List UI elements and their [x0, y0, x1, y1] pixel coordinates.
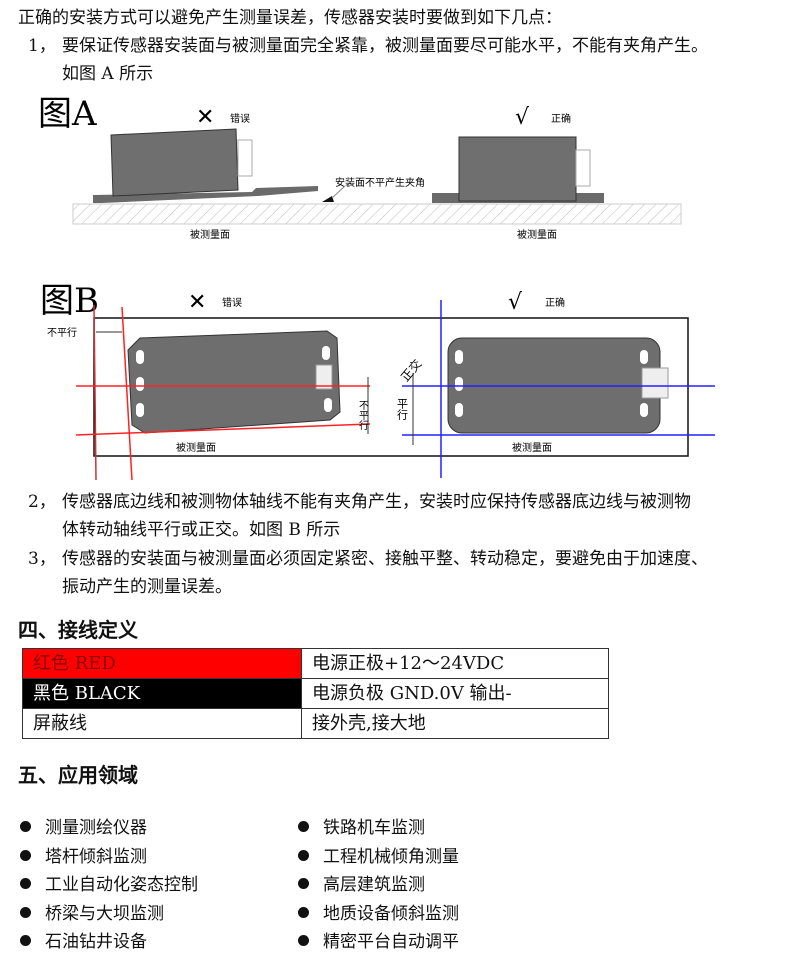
- figure-diagrams: 图A ✕ 错误 √ 正确 安装面不平产生夹角 被测量面 被测量面 图B ✕ 错误…: [38, 94, 715, 480]
- check-mark-icon: √: [508, 290, 523, 315]
- application-item: 桥梁与大坝监测: [20, 904, 164, 924]
- wire-function: 电源正极+12～24VDC: [301, 648, 609, 679]
- application-label: 铁路机车监测: [323, 818, 425, 838]
- bullet-icon: [298, 878, 309, 889]
- bullet-icon: [298, 821, 309, 832]
- sensor-rotated: [127, 330, 341, 434]
- application-item: 工程机械倾角测量: [298, 847, 459, 867]
- application-label: 石油钻井设备: [45, 932, 147, 952]
- application-label: 工程机械倾角测量: [323, 846, 459, 867]
- fig-b-right-label: 正确: [545, 296, 565, 309]
- application-label: 工业自动化姿态控制: [45, 875, 198, 895]
- fig-b-surface-label: 被测量面: [512, 441, 552, 454]
- wrong-mark-icon: ✕: [188, 290, 206, 315]
- point-text: 体转动轴线平行或正交。如图 B 所示: [62, 520, 341, 540]
- fig-b-wrong-label: 错误: [222, 296, 242, 309]
- fig-b-not-parallel-vertical: 不平行: [357, 400, 369, 431]
- application-item: 铁路机车监测: [298, 818, 425, 838]
- application-item: 工业自动化姿态控制: [20, 875, 198, 895]
- point-text: 传感器的安装面与被测量面必须固定紧密、接触平整、转动稳定，要避免由于加速度、: [62, 549, 708, 569]
- bullet-icon: [298, 849, 309, 861]
- point-text: 振动产生的测量误差。: [62, 577, 232, 597]
- fig-b-surface-label: 被测量面: [176, 441, 216, 454]
- application-label: 地质设备倾斜监测: [323, 903, 459, 924]
- check-mark-icon: √: [515, 105, 530, 130]
- fig-a-right-label: 正确: [551, 112, 571, 125]
- application-label: 精密平台自动调平: [323, 932, 459, 952]
- application-item: 石油钻井设备: [20, 932, 147, 952]
- bullet-icon: [20, 849, 31, 861]
- application-label: 高层建筑监测: [323, 875, 425, 895]
- sensor-tilted: [93, 128, 318, 203]
- fig-a-wrong-label: 错误: [230, 112, 250, 125]
- bullet-icon: [298, 935, 309, 946]
- wire-function: 电源负极 GND.0V 输出-: [301, 678, 609, 709]
- wire-shield: 屏蔽线: [22, 708, 302, 739]
- application-label: 测量测绘仪器: [45, 818, 147, 838]
- applications-heading: 五、应用领域: [18, 763, 138, 787]
- intro-text: 正确的安装方式可以避免产生测量误差，传感器安装时要做到如下几点：: [18, 8, 562, 28]
- wire-red: 红色 RED: [22, 648, 302, 679]
- point-text: 要保证传感器安装面与被测量面完全紧靠，被测量面要尽可能水平，不能有夹角产生。: [62, 36, 708, 56]
- application-label: 塔杆倾斜监测: [45, 846, 147, 867]
- fig-b-parallel: 平行: [396, 398, 409, 421]
- wire-black: 黑色 BLACK: [22, 678, 302, 709]
- application-item: 测量测绘仪器: [20, 818, 147, 838]
- fig-a-surface-label: 被测量面: [517, 228, 557, 241]
- fig-a-surface-label: 被测量面: [190, 228, 230, 241]
- sensor-flat: [432, 136, 604, 203]
- application-item: 塔杆倾斜监测: [20, 847, 147, 867]
- fig-b-not-parallel: 不平行: [47, 326, 77, 339]
- fig-b-frame: [93, 317, 689, 457]
- wiring-heading: 四、接线定义: [18, 618, 138, 642]
- wire-function: 接外壳,接大地: [301, 708, 609, 739]
- bullet-icon: [20, 821, 31, 832]
- surface-a: [72, 203, 682, 225]
- bullet-icon: [20, 935, 31, 946]
- point-text: 如图 A 所示: [62, 64, 154, 84]
- point-number: 1，: [28, 36, 56, 56]
- application-label: 桥梁与大坝监测: [45, 903, 164, 924]
- fig-a-title: 图A: [38, 94, 97, 134]
- application-item: 高层建筑监测: [298, 875, 425, 895]
- application-item: 精密平台自动调平: [298, 932, 459, 952]
- fig-a-annotation: 安装面不平产生夹角: [335, 176, 425, 189]
- bullet-icon: [298, 906, 309, 918]
- fig-b-orthogonal: 正交: [397, 356, 424, 384]
- point-number: 2，: [28, 492, 56, 512]
- fig-b-title: 图B: [40, 281, 99, 321]
- wrong-mark-icon: ✕: [196, 105, 214, 130]
- bullet-icon: [20, 906, 31, 918]
- application-item: 地质设备倾斜监测: [298, 904, 459, 924]
- point-number: 3，: [28, 549, 56, 569]
- table-row: 屏蔽线接外壳,接大地: [22, 708, 609, 739]
- bullet-icon: [20, 878, 31, 889]
- point-text: 传感器底边线和被测物体轴线不能有夹角产生，安装时应保持传感器底边线与被测物: [62, 492, 691, 512]
